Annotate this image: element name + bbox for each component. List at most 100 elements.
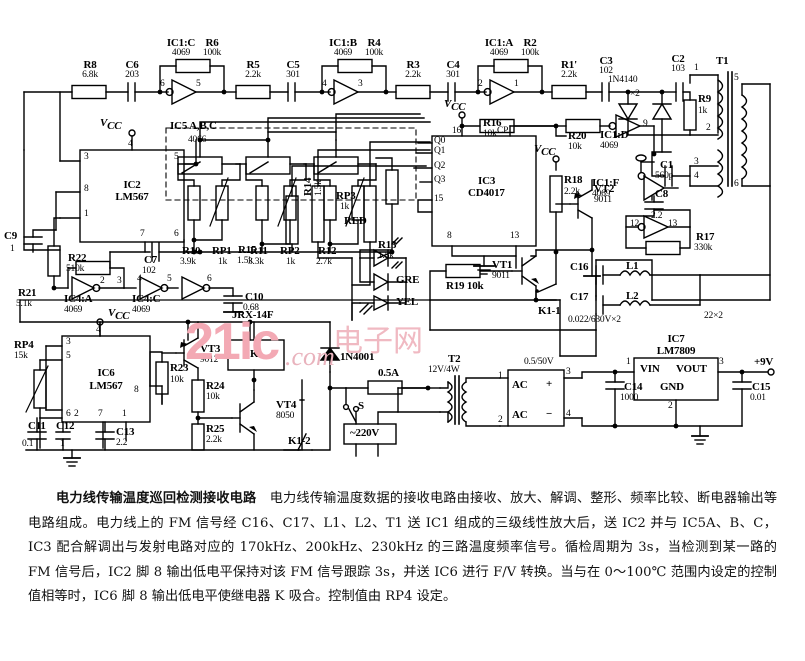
- label-c17-name: C17: [570, 291, 589, 303]
- pin-ic3-q0: Q0: [434, 136, 446, 146]
- pin-ic2-1: 1: [84, 209, 89, 219]
- pin-ic6-7: 7: [98, 409, 103, 419]
- pin-t2-1: 1: [498, 371, 503, 381]
- label-rp3-name: RP3: [336, 190, 356, 202]
- pin-ic2-5: 5: [174, 152, 179, 162]
- label-r25-value: 2.2k: [206, 435, 222, 445]
- label-r4-value: 100k: [364, 48, 384, 58]
- pin-ic4a-3: 3: [117, 276, 122, 286]
- label-d1n4140-name: 1N4140: [608, 75, 638, 85]
- label-r15-name: R15: [238, 244, 257, 256]
- label-r12-value: 2.7k: [316, 257, 332, 267]
- pin-ic1c-6: 6: [160, 79, 165, 89]
- label-r22-value: 510k: [66, 264, 85, 274]
- pin-ic3-8: 8: [447, 231, 452, 241]
- label-ic1d-name: IC1:D: [600, 129, 629, 141]
- label-c17-value: 0.022/630V×2: [568, 315, 621, 325]
- label-ic1a-value: 4069: [489, 48, 509, 58]
- label-c15-name: C15: [752, 381, 771, 393]
- label-r23-value: 10k: [170, 375, 184, 385]
- label-ic5-value: 4066: [188, 135, 207, 145]
- label-r14-name: R14: [302, 177, 314, 196]
- label-ic4a-name: IC4:A: [64, 293, 93, 305]
- pin-ic6-4: 4: [96, 325, 101, 335]
- label-c1-value: 560p: [655, 171, 674, 181]
- label-r13-name: R13: [378, 239, 397, 251]
- label-vcc-ic3: VCC: [444, 98, 466, 114]
- label-r23-name: R23: [170, 362, 189, 374]
- label-r24-name: R24: [206, 380, 225, 392]
- label-vt3-value: 9012: [200, 355, 219, 365]
- caption-title: 电力线传输温度巡回检测接收电路: [56, 491, 257, 506]
- pin-ic6-8: 8: [134, 385, 139, 395]
- pin-ic4c-4: 4: [137, 274, 142, 284]
- pin-ic3-q1: Q1: [434, 146, 446, 156]
- label-vt1-value: 9011: [492, 271, 510, 281]
- label-ic1c-name: IC1:C: [166, 37, 196, 49]
- label-relay-k: K: [250, 348, 259, 360]
- label-bridge-plus: +: [546, 378, 553, 390]
- label-r8-name: R8: [83, 59, 97, 71]
- pin-ic1c-5: 5: [196, 79, 201, 89]
- label-t2-value: 12V/4W: [428, 365, 460, 375]
- label-r19: R19 10k: [446, 280, 484, 292]
- pin-t1-6: 6: [734, 179, 739, 189]
- pin-ic4c-6: 6: [207, 274, 212, 284]
- label-ic6-value: LM567: [89, 380, 123, 392]
- pin-t1-2: 2: [706, 123, 711, 133]
- label-ic7-gnd: GND: [660, 381, 684, 393]
- label-c14-value: 1000: [620, 393, 639, 403]
- label-output-9v: +9V: [754, 356, 774, 368]
- label-ic1f-name: IC1:F: [592, 177, 620, 189]
- label-c6-value: 203: [125, 70, 139, 80]
- label-r10-value: 3.9k: [180, 257, 196, 267]
- label-c2-value: 103: [671, 64, 685, 74]
- circuit-schematic: R8 6.8k C6 203 IC1:C 4069 R6 100k R5 2.2…: [4, 37, 775, 467]
- label-c7-value: 102: [142, 266, 156, 276]
- label-ic2-name: IC2: [123, 179, 141, 191]
- pin-ic1f-13: 13: [668, 219, 678, 229]
- label-r14-value: 1.5k: [314, 180, 324, 196]
- label-r20-name: R20: [568, 130, 587, 142]
- label-c2-name: C2: [671, 53, 685, 65]
- label-vt2-value: 9011: [594, 195, 612, 205]
- label-ic1c-value: 4069: [171, 48, 191, 58]
- pin-ic2-3: 3: [84, 152, 89, 162]
- label-l1: L1: [626, 260, 639, 272]
- pin-t1-3: 3: [694, 157, 699, 167]
- pin-bridge-3: 3: [566, 367, 571, 377]
- label-relay-type: JRX-14F: [232, 309, 274, 321]
- label-r2-value: 100k: [520, 48, 540, 58]
- label-r18-name: R18: [564, 174, 583, 186]
- label-t2-name: T2: [448, 353, 461, 365]
- label-ic4c-name: IC4:C: [132, 293, 161, 305]
- label-c5-name: C5: [286, 59, 300, 71]
- label-rp1-name: RP1: [212, 245, 232, 257]
- label-led-red: RED: [344, 215, 367, 227]
- label-r1p-name: R1': [561, 59, 577, 71]
- pin-t1-4: 4: [694, 171, 699, 181]
- label-c16-name: C16: [570, 261, 589, 273]
- label-r24-value: 10k: [206, 392, 220, 402]
- label-c9-name: C9: [4, 230, 18, 242]
- pin-ic2-4: 4: [128, 139, 133, 149]
- label-r15-value: 1.5k: [237, 256, 253, 266]
- label-r21-name: R21: [18, 287, 37, 299]
- label-c12-value: 1: [60, 439, 65, 449]
- label-r2-name: R2: [523, 37, 537, 49]
- pin-t1-5: 5: [734, 73, 739, 83]
- label-k1-2: K1-2: [288, 435, 311, 447]
- label-ic7-vout: VOUT: [676, 363, 707, 375]
- label-r10-name: R10: [182, 245, 201, 257]
- pin-ic7-1: 1: [626, 357, 631, 367]
- label-l2-value: 22×2: [704, 311, 723, 321]
- pin-ic3-cp: CP: [497, 126, 509, 136]
- pin-ic3-q2: Q2: [434, 161, 446, 171]
- label-c14-name: C14: [624, 381, 643, 393]
- label-r5-name: R5: [246, 59, 260, 71]
- pin-ic3-q3: Q3: [434, 175, 446, 185]
- label-vt4-value: 8050: [276, 411, 295, 421]
- label-bridge-minus: −: [546, 408, 553, 420]
- label-switch: S: [358, 400, 364, 412]
- label-vt1-name: VT1: [492, 259, 513, 271]
